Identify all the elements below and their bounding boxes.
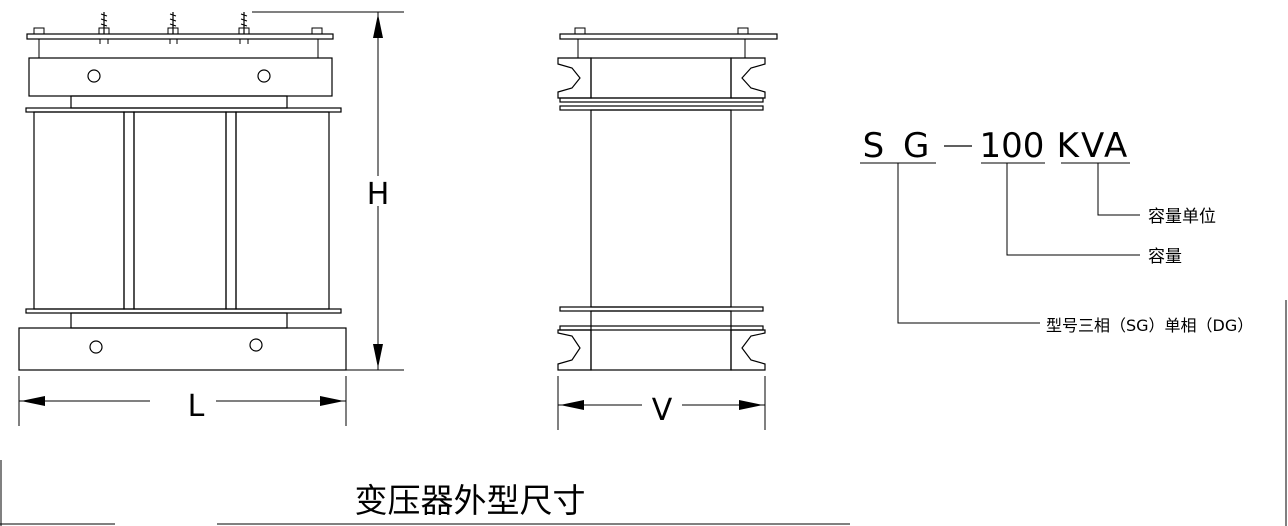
model-prefix: S G (863, 126, 934, 166)
dim-v-label: V (652, 393, 673, 428)
side-base (590, 310, 732, 371)
front-view (18, 12, 347, 371)
top-bolts (33, 12, 323, 35)
top-yoke (28, 57, 333, 97)
height-dimension (252, 11, 404, 371)
coil-middle (133, 111, 227, 310)
dim-l-label: L (188, 389, 205, 424)
width-dimension (557, 376, 766, 430)
side-top-yoke (590, 57, 732, 99)
leader-type (897, 163, 1040, 324)
model-capacity: 100 (980, 126, 1045, 166)
terminal-plate (26, 33, 334, 40)
dim-h-label: H (367, 177, 390, 212)
length-dimension (18, 376, 347, 426)
legend-capacity-label: 容量 (1148, 247, 1182, 267)
model-code: S G 100 KVA (860, 126, 1140, 324)
model-unit: KVA (1057, 126, 1130, 166)
side-coil (590, 109, 732, 308)
leader-unit (1097, 163, 1140, 216)
legend-type-label: 型号三相（SG）单相（DG） (1046, 316, 1253, 335)
drawing-title: 变压器外型尺寸 (355, 481, 586, 520)
leader-capacity (1006, 163, 1140, 256)
coil-right (235, 111, 330, 310)
base (18, 327, 347, 371)
side-view (557, 27, 778, 371)
coil-left (33, 111, 125, 310)
legend-unit-label: 容量单位 (1148, 207, 1216, 227)
